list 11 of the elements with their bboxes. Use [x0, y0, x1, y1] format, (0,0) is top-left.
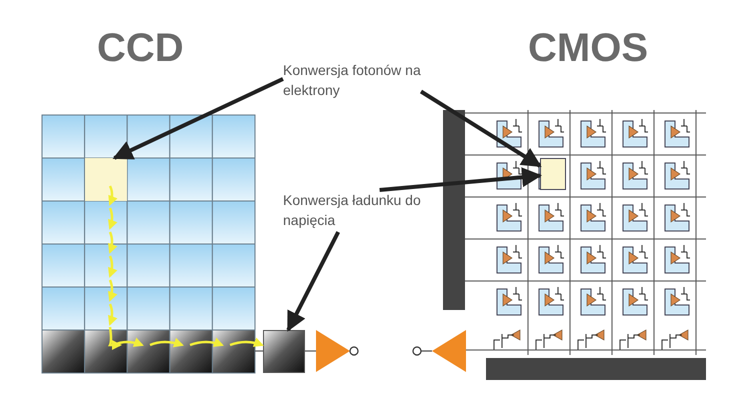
- arrow: [379, 167, 542, 192]
- sensor-heading: CCD: [97, 26, 184, 70]
- arrow: [112, 77, 284, 160]
- highlighted-pixel: [540, 158, 566, 190]
- highlighted-pixel: [85, 158, 127, 201]
- sensor-heading: CMOS: [528, 26, 648, 70]
- arrow: [286, 231, 340, 332]
- output-register-cell: [263, 330, 305, 373]
- callout-text: Konwersja ładunku do napięcia: [283, 190, 421, 232]
- arrow: [420, 90, 542, 168]
- callout-text: Konwersja fotonów na elektrony: [283, 60, 421, 102]
